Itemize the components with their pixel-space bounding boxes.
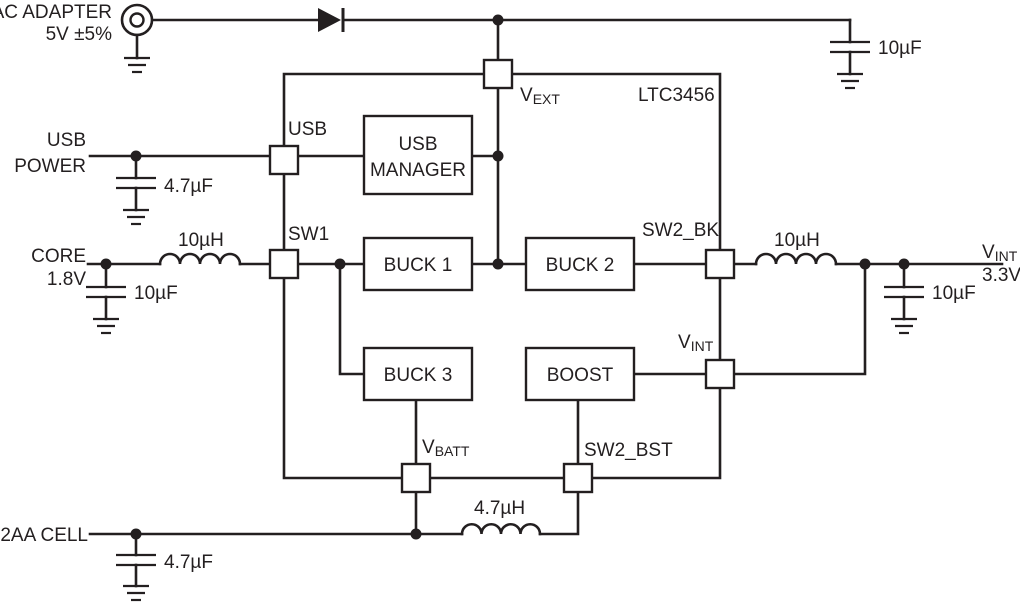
cap-adapter	[830, 40, 870, 90]
wires	[86, 18, 1004, 557]
buck2-label: BUCK 2	[546, 255, 615, 276]
boost-block	[524, 346, 636, 402]
junction-dot	[859, 258, 871, 270]
pin-label-sw2-bst: SW2_BST	[584, 440, 673, 461]
buck1-label: BUCK 1	[384, 255, 453, 276]
cap-adapter-value: 10µF	[878, 38, 922, 59]
pin-label-usb: USB	[288, 119, 327, 140]
ind-batt-value: 4.7µH	[474, 498, 525, 519]
pin-label-vint: VINT	[678, 332, 714, 354]
diode	[318, 8, 345, 32]
junction-dot	[492, 150, 504, 162]
junction-dot	[334, 258, 346, 270]
junction-dot	[130, 150, 142, 162]
usb-manager-block	[362, 114, 474, 196]
cap-usb-value: 4.7µF	[164, 176, 213, 197]
vint-output-label: VINT	[982, 242, 1018, 264]
usb-power-label-line2: POWER	[14, 156, 86, 177]
cap-out	[884, 285, 924, 335]
core-label-line2: 1.8V	[47, 269, 86, 290]
junction-dot	[492, 14, 504, 26]
pin-sw2-bst	[562, 462, 594, 494]
buck1-block	[362, 236, 474, 292]
junction-dot	[898, 258, 910, 270]
buck3-label: BUCK 3	[384, 365, 453, 386]
inductor-batt	[460, 522, 542, 536]
cap-cell-value: 4.7µF	[164, 552, 213, 573]
pin-sw2-bk	[704, 248, 736, 280]
boost-label: BOOST	[547, 365, 614, 386]
ind-core-value: 10µH	[178, 230, 224, 251]
usb-power-label-line1: USB	[47, 130, 86, 151]
core-label-line1: CORE	[31, 246, 86, 267]
cap-core-value: 10µF	[134, 283, 178, 304]
pin-label-vbatt: VBATT	[422, 437, 470, 459]
junction-dot	[130, 528, 142, 540]
ac-adapter-jack	[120, 3, 154, 74]
junction-dot	[410, 528, 422, 540]
junction-dots	[100, 14, 910, 540]
ac-adapter-label-line2: 5V ±5%	[46, 24, 113, 45]
junction-dot	[100, 258, 112, 270]
ind-out-value: 10µH	[774, 230, 820, 251]
buck3-block	[362, 346, 474, 402]
pin-vbatt	[400, 462, 432, 494]
pin-label-vext: VEXT	[520, 85, 560, 107]
inductor-core	[158, 252, 242, 266]
cap-core	[86, 285, 126, 335]
pin-label-sw1: SW1	[288, 224, 329, 245]
pin-vint	[704, 358, 736, 390]
usb-manager-label-line2: MANAGER	[370, 160, 466, 181]
pin-usb	[268, 144, 300, 176]
cap-out-value: 10µF	[932, 283, 976, 304]
pin-label-sw2-bk: SW2_BK	[642, 220, 719, 241]
cap-usb	[116, 176, 156, 226]
cell-label: 2AA CELL	[0, 525, 88, 546]
usb-manager-label-line1: USB	[398, 134, 437, 155]
ac-adapter-label-line1: AC ADAPTER	[0, 2, 112, 23]
chip-name-label: LTC3456	[638, 85, 715, 106]
vint-output-voltage: 3.3V	[982, 265, 1020, 286]
buck2-block	[524, 236, 636, 292]
cap-cell	[116, 553, 156, 602]
pin-sw1	[268, 248, 300, 280]
junction-dot	[492, 258, 504, 270]
pin-vext	[482, 58, 514, 90]
inductor-out	[754, 252, 838, 266]
